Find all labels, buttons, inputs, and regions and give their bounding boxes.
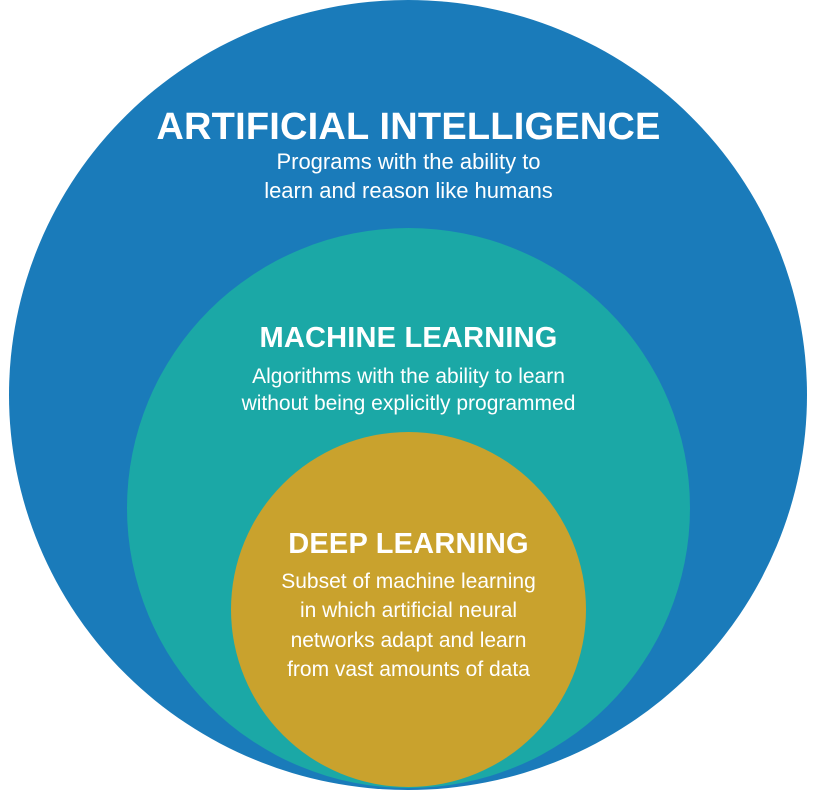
description-line: in which artificial neural xyxy=(299,599,518,623)
description-line: from vast amounts of data xyxy=(287,658,530,682)
deep-learning-description: Subset of machine learning in which arti… xyxy=(0,567,817,685)
machine-learning-title: MACHINE LEARNING xyxy=(259,322,558,354)
description-line: without being explicitly programmed xyxy=(241,392,576,416)
deep-learning-title: DEEP LEARNING xyxy=(288,528,529,560)
description-line: Subset of machine learning xyxy=(281,570,536,593)
description-line: Algorithms with the ability to learn xyxy=(252,365,565,388)
description-line: Programs with the ability to xyxy=(276,149,541,174)
machine-learning-description: Algorithms with the ability to learn wit… xyxy=(0,363,817,418)
deep-learning-circle xyxy=(231,432,586,787)
artificial-intelligence-description: Programs with the ability to learn and r… xyxy=(0,148,817,205)
description-line: learn and reason like humans xyxy=(264,177,553,203)
description-line: networks adapt and learn xyxy=(290,628,527,652)
artificial-intelligence-title: ARTIFICIAL INTELLIGENCE xyxy=(156,106,661,148)
